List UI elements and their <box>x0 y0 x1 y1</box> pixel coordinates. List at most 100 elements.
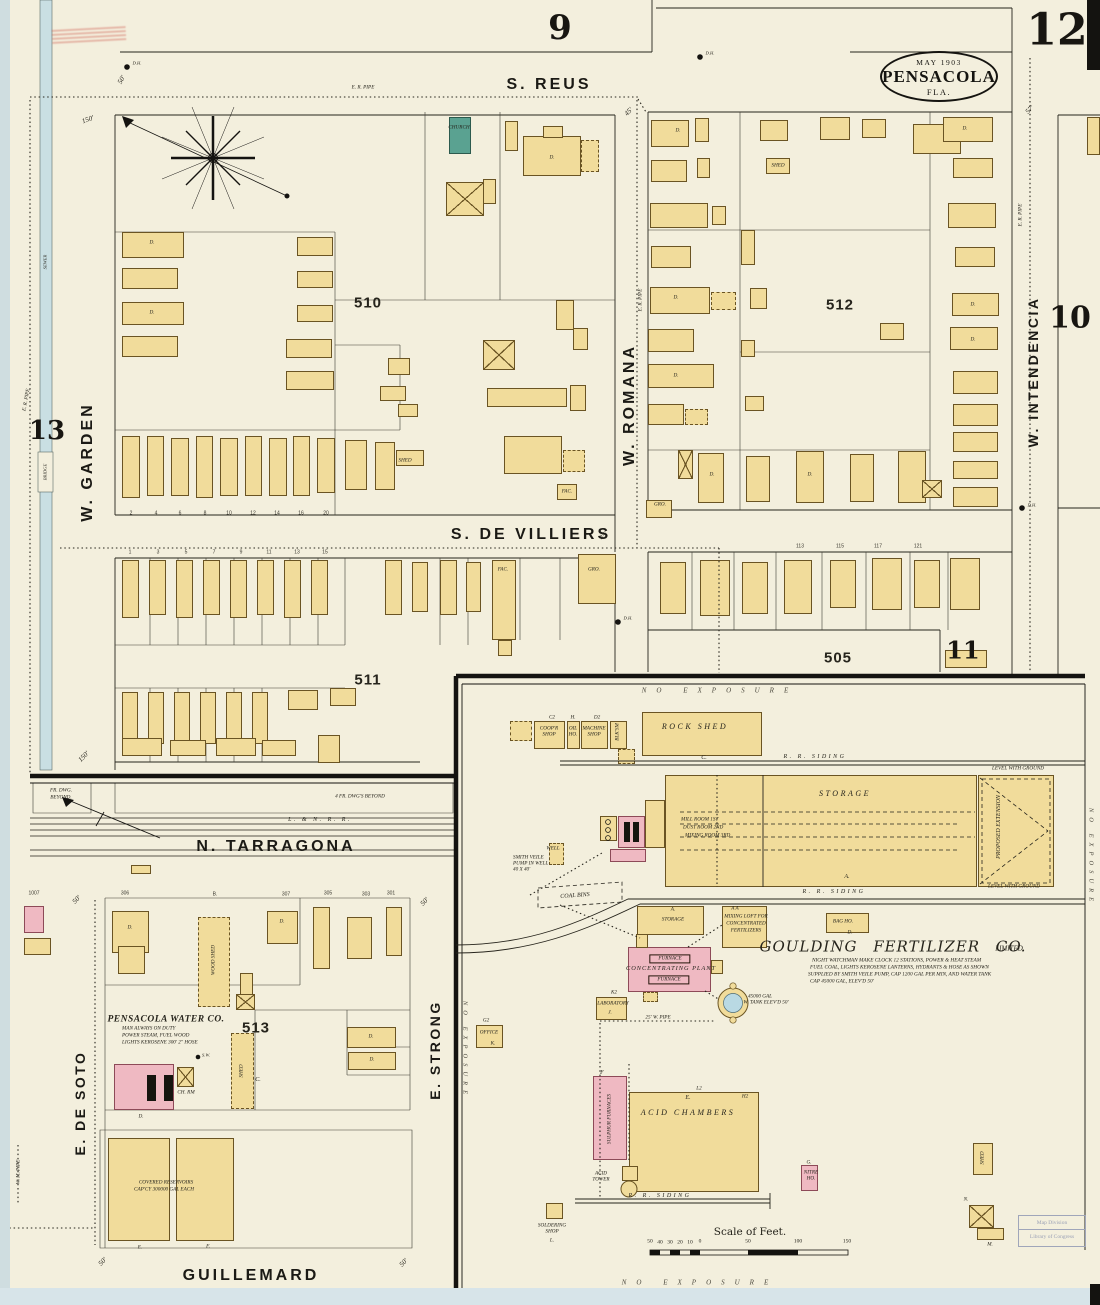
map-label: M. <box>987 1241 993 1248</box>
pensacola-water-co-title: PENSACOLA WATER CO. <box>107 1014 225 1025</box>
map-label: D.H. <box>132 60 142 66</box>
map-label: HO. <box>568 731 578 738</box>
frame-building <box>170 740 206 756</box>
frame-building <box>646 500 672 518</box>
map-label: A A <box>731 905 739 912</box>
adjacent-sheet-top: 9 <box>548 8 572 48</box>
map-label: 57' <box>1023 103 1036 116</box>
map-label: G. <box>806 1159 812 1166</box>
frame-building <box>557 484 577 500</box>
map-label: MIXING LOFT FOR <box>724 913 768 920</box>
map-label: 16 <box>298 510 304 517</box>
block-outlines <box>114 0 1100 770</box>
frame-building <box>345 440 367 490</box>
map-label: COOP'R <box>539 725 559 732</box>
frame-building <box>953 371 998 394</box>
frame-building <box>230 560 247 618</box>
frame-building <box>245 436 262 496</box>
map-label: H2 <box>741 1093 749 1100</box>
map-label: 12 <box>250 510 256 517</box>
map-label: 5 <box>184 549 188 556</box>
map-label: D. <box>962 125 968 132</box>
map-label: 150' <box>80 113 95 126</box>
frame-building <box>398 404 418 417</box>
stable-building <box>483 340 515 370</box>
frame-building <box>642 712 762 756</box>
frame-building <box>476 1025 503 1048</box>
goulding-fertilizer-title: GOULDING FERTILIZER CO. <box>759 937 1027 956</box>
map-label: 113 <box>796 543 804 550</box>
frame-building <box>610 721 627 749</box>
map-label: 25' W. PIPE <box>645 1014 671 1021</box>
map-label: 301 <box>386 890 396 897</box>
frame-building <box>388 358 410 375</box>
map-label: HO. <box>806 1175 816 1182</box>
frame-building <box>953 432 998 452</box>
block-number-511: 511 <box>354 671 382 689</box>
map-label: 13 <box>294 549 300 556</box>
map-label: SHED <box>979 1151 986 1165</box>
brick-building <box>610 849 646 862</box>
map-label: D. <box>709 471 715 478</box>
scan-edge-left <box>0 0 10 1305</box>
map-label: D.H. <box>623 615 633 621</box>
scale-bar <box>649 1249 849 1256</box>
stable-building <box>969 1205 994 1228</box>
frame-building <box>176 1138 234 1241</box>
frame-building <box>122 336 178 357</box>
street-label-w-intendencia: W. INTENDENCIA <box>1025 296 1041 448</box>
adjacent-sheet-right-lower: 11 <box>946 635 980 665</box>
frame-building <box>466 562 481 612</box>
frame-building <box>440 560 457 615</box>
frame-building <box>826 913 869 933</box>
map-label: 50' <box>96 1255 109 1268</box>
map-label: SMITH VEILE <box>513 854 544 861</box>
brick-building <box>801 1165 818 1191</box>
frame-building <box>697 158 710 178</box>
scan-corner-mark-top-right <box>1087 0 1100 70</box>
map-label: 4 <box>154 510 158 517</box>
map-label: E. <box>137 1244 143 1251</box>
frame-building <box>830 560 856 608</box>
map-label: 50' <box>397 1256 410 1269</box>
map-label: R. R. SIDING <box>783 754 847 760</box>
map-label: OIL <box>568 725 578 732</box>
map-label: H. <box>570 714 576 721</box>
map-label: 150 <box>842 1238 852 1245</box>
frame-building <box>483 179 496 204</box>
map-label: ACID <box>594 1170 608 1177</box>
map-label: D. <box>368 1033 374 1040</box>
map-label: NO EXPOSURE <box>621 1278 779 1287</box>
map-label: F <box>600 1070 604 1076</box>
frame-building <box>711 960 723 974</box>
map-label: A. <box>844 874 850 880</box>
frame-building <box>347 917 372 959</box>
scan-corner-mark-bottom-right <box>1090 1284 1100 1305</box>
map-label: 11 <box>266 549 272 556</box>
frame-building <box>286 371 334 390</box>
map-label: G2 <box>482 1017 490 1024</box>
frame-building <box>953 461 998 479</box>
frame-building <box>375 442 395 490</box>
map-label: TOWER <box>592 1176 610 1183</box>
open-frame-structure <box>549 843 564 865</box>
frame-building <box>952 293 999 316</box>
frame-building <box>385 560 402 615</box>
scale-title: Scale of Feet. <box>713 1225 787 1238</box>
machinery-block <box>633 822 639 842</box>
map-label: 121 <box>913 543 923 550</box>
map-label: C. <box>701 755 707 761</box>
open-frame-structure <box>198 917 230 1007</box>
frame-building <box>200 692 216 744</box>
map-label: D. <box>127 924 133 931</box>
map-label: B. <box>212 891 218 898</box>
frame-building <box>648 404 684 425</box>
open-frame-structure <box>231 1033 254 1109</box>
pipe-lines <box>5 58 1031 1245</box>
map-label: BEYOND. <box>50 794 72 801</box>
frame-building <box>288 690 318 710</box>
map-label: 2 <box>129 510 133 517</box>
frame-building <box>596 997 627 1020</box>
map-label: K2 <box>610 989 618 996</box>
